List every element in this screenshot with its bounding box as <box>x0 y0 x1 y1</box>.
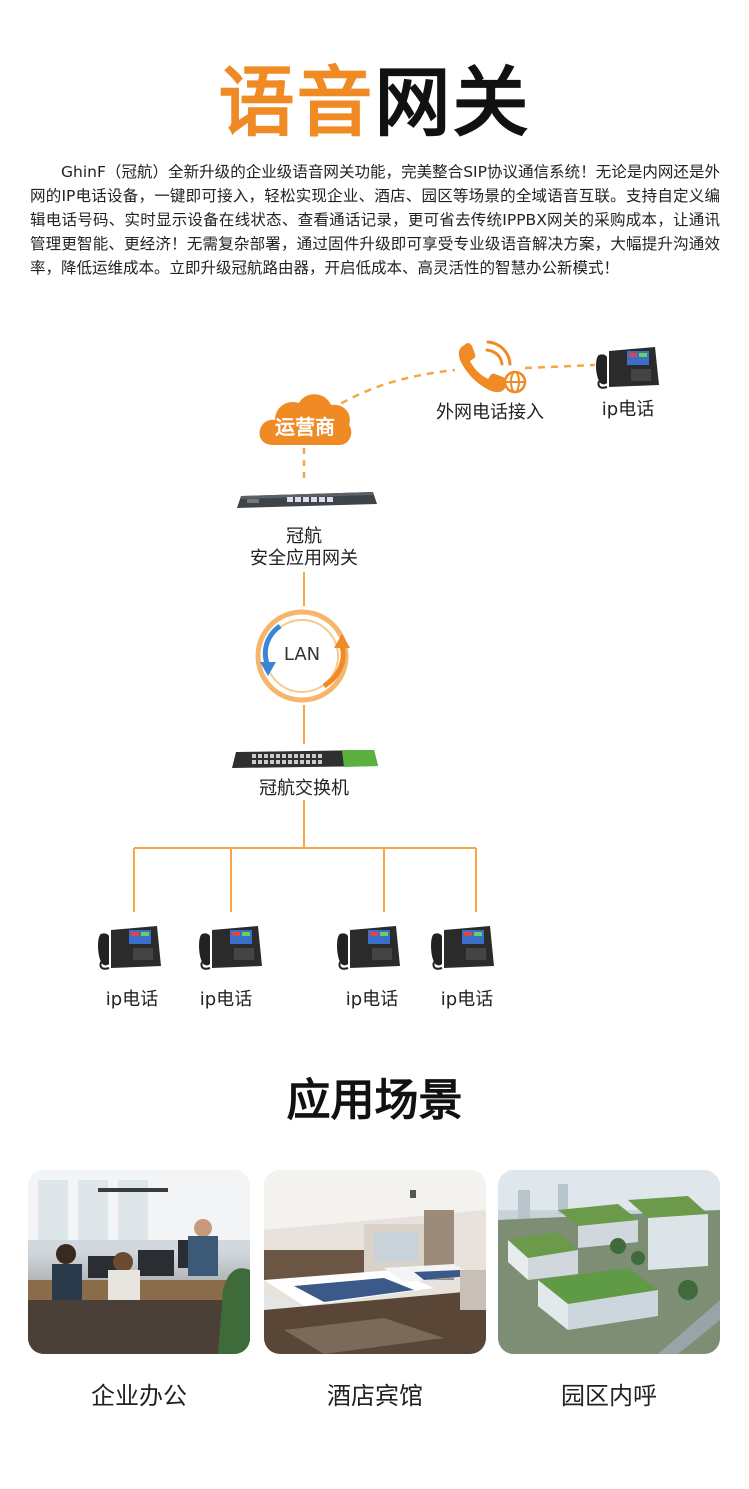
scenario-photo-office <box>28 1170 250 1354</box>
switch-device-icon <box>232 750 378 768</box>
page-title: 语音网关 <box>0 58 749 148</box>
ip-phone-4-label: ip电话 <box>440 989 494 1010</box>
lan-cycle-icon <box>255 609 350 703</box>
ip-phone-icon <box>596 347 659 389</box>
gateway-label-line2: 安全应用网关 <box>250 548 358 569</box>
lan-ring: LAN <box>250 604 358 708</box>
scenario-photo-hotel <box>264 1170 486 1354</box>
ip-phone-1 <box>95 922 163 972</box>
scenario-label-office: 企业办公 <box>91 1382 187 1410</box>
scenario-label-campus: 园区内呼 <box>561 1382 657 1410</box>
intro-paragraph: GhinF（冠航）全新升级的企业级语音网关功能，完美整合SIP协议通信系统！无论… <box>30 163 720 277</box>
cloud-icon <box>259 394 352 445</box>
phone-handset-icon <box>458 340 527 394</box>
ip-phone-3 <box>334 922 402 972</box>
scenario-photo-campus <box>498 1170 720 1354</box>
gateway-device-icon <box>237 492 377 508</box>
gateway-label-line1: 冠航 <box>286 526 322 547</box>
ip-phone-icon <box>98 926 161 970</box>
title-black-part: 网关 <box>374 58 531 147</box>
ip-phone-2-label: ip电话 <box>199 989 253 1010</box>
hotel-scene-illustration <box>264 1170 486 1354</box>
dashed-link-external-ipphone <box>524 363 596 370</box>
ip-phone-3-label: ip电话 <box>345 989 399 1010</box>
ip-phone-1-label: ip电话 <box>105 989 159 1010</box>
carrier-cloud: 运营商 <box>255 385 355 449</box>
ip-phone-icon <box>431 926 494 970</box>
ip-phone-top <box>593 343 661 391</box>
external-call-label: 外网电话接入 <box>436 402 544 423</box>
ip-phone-icon <box>337 926 400 970</box>
ip-phone-2 <box>196 922 264 972</box>
switch-device <box>232 746 378 772</box>
ip-phone-4 <box>428 922 496 972</box>
campus-scene-illustration <box>498 1170 720 1354</box>
dashed-link-cloud-external <box>329 368 456 412</box>
title-orange-part: 语音 <box>218 58 375 147</box>
scenarios-title: 应用场景 <box>286 1075 463 1126</box>
security-gateway-device <box>237 488 377 510</box>
cloud-label: 运营商 <box>275 415 335 439</box>
lan-label: LAN <box>283 644 321 665</box>
ip-phone-icon <box>199 926 262 970</box>
ip-phone-top-label: ip电话 <box>601 399 655 420</box>
external-call-icon <box>455 340 527 396</box>
switch-label: 冠航交换机 <box>259 778 349 799</box>
office-scene-illustration <box>28 1170 250 1354</box>
scenario-label-hotel: 酒店宾馆 <box>327 1382 423 1410</box>
